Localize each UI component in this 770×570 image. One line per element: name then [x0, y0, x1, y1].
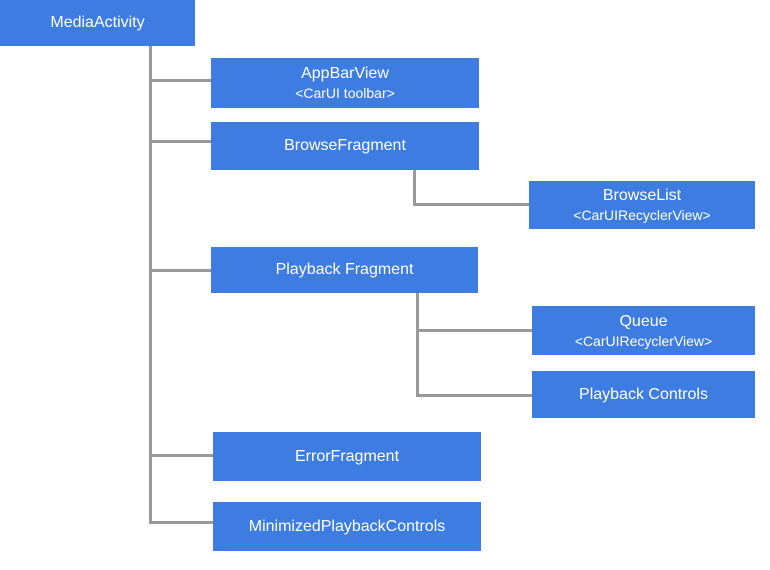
node-browse-list-label: BrowseList [602, 187, 682, 204]
connector-trunk-playbackfragment-children [416, 293, 419, 397]
connector-branch-playbackcontrols [416, 394, 532, 397]
connector-branch-errorfragment [149, 454, 213, 457]
node-browse-fragment-label: BrowseFragment [284, 137, 406, 154]
node-queue-label: Queue [619, 312, 668, 330]
node-playback-controls-label: Playback Controls [579, 385, 708, 403]
connector-branch-minimizedplaybackcontrols [149, 521, 213, 524]
node-queue-sublabel: <CarUIRecyclerView> [574, 332, 713, 349]
connector-branch-appbarview [149, 79, 211, 82]
node-playback-controls: Playback Controls [532, 371, 755, 418]
node-app-bar-view-label: AppBarView [301, 65, 389, 82]
node-minimized-playback-controls-label: MinimizedPlaybackControls [248, 517, 446, 535]
connector-branch-playbackfragment [149, 269, 211, 272]
node-media-activity: MediaActivity [0, 0, 195, 46]
connector-trunk-mediaactivity [149, 46, 152, 524]
node-app-bar-view-sublabel: <CarUI toolbar> [295, 85, 395, 101]
node-browse-list-sublabel: <CarUIRecyclerView> [573, 207, 711, 223]
connector-branch-browselist [413, 203, 529, 206]
node-queue: Queue <CarUIRecyclerView> [532, 306, 755, 355]
node-playback-fragment: Playback Fragment [211, 247, 478, 293]
node-playback-fragment-label: Playback Fragment [275, 261, 414, 278]
connector-branch-browsefragment [149, 140, 211, 143]
node-minimized-playback-controls: MinimizedPlaybackControls [213, 502, 481, 551]
node-error-fragment-label: ErrorFragment [294, 447, 400, 465]
connector-branch-queue [416, 329, 532, 332]
node-browse-fragment: BrowseFragment [211, 122, 479, 170]
node-app-bar-view: AppBarView <CarUI toolbar> [211, 58, 479, 108]
node-error-fragment: ErrorFragment [213, 432, 481, 481]
node-media-activity-label: MediaActivity [50, 14, 145, 31]
connector-trunk-browsefragment [413, 170, 416, 206]
node-browse-list: BrowseList <CarUIRecyclerView> [529, 181, 755, 229]
